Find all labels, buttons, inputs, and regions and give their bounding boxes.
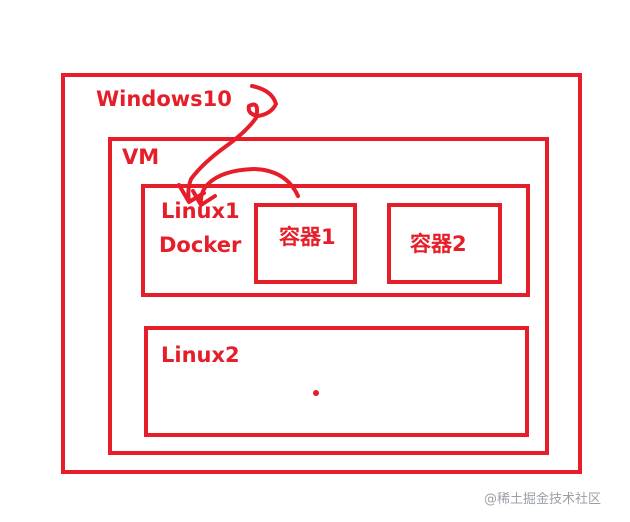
vm-box: [108, 137, 549, 455]
linux2-box: [144, 326, 529, 437]
container2-label: 容器2: [410, 232, 467, 256]
linux2-dot: [313, 390, 319, 396]
docker-label: Docker: [159, 233, 242, 257]
container1-to-linux1-arrow: [198, 167, 300, 206]
linux1-box: [141, 184, 530, 297]
container1-box: [254, 203, 357, 284]
windows10-box: [61, 73, 582, 474]
vm-label: VM: [122, 145, 160, 169]
container1-label: 容器1: [279, 225, 336, 249]
linux1-arrowhead: [177, 183, 206, 204]
linux2-label: Linux2: [161, 343, 240, 367]
container2-box: [387, 203, 502, 284]
windows10-label: Windows10: [96, 87, 232, 111]
linux1-label: Linux1: [161, 199, 240, 223]
watermark-text: @稀土掘金技术社区: [484, 492, 602, 507]
container1-arrowhead: [191, 189, 217, 207]
windows-to-linux1-arrow: [186, 84, 278, 203]
